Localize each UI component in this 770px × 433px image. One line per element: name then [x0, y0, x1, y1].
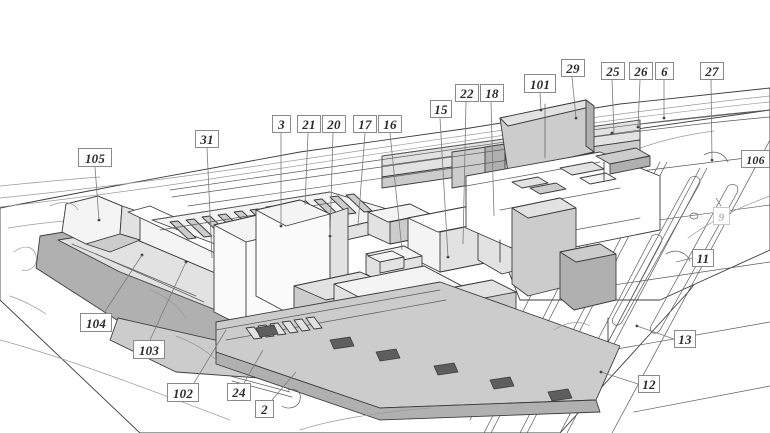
callout-9: 9 [713, 207, 730, 225]
leader-9 [715, 197, 722, 207]
leader-20 [329, 132, 334, 237]
callout-number: 29 [566, 61, 580, 76]
callout-number: 22 [460, 86, 474, 101]
callout-6: 6 [655, 62, 674, 80]
callout-number: 20 [327, 117, 341, 132]
callout-2: 2 [255, 400, 274, 418]
leader-2 [271, 371, 297, 401]
leader-15 [439, 117, 449, 258]
lower-track-group [0, 281, 621, 431]
callout-number: 24 [232, 385, 246, 400]
leader-22 [462, 101, 467, 245]
callout-103: 103 [133, 340, 165, 359]
callout-13: 13 [674, 330, 696, 348]
leader-105 [94, 166, 100, 221]
leader-31 [206, 147, 213, 259]
callout-24: 24 [227, 383, 251, 401]
leader-18 [490, 101, 495, 217]
callout-106: 106 [741, 150, 770, 168]
callout-number: 102 [172, 386, 194, 401]
callout-number: 12 [642, 377, 656, 392]
callout-27: 27 [700, 62, 724, 80]
callout-number: 105 [84, 151, 106, 166]
callout-101: 101 [524, 74, 556, 93]
callout-number: 103 [138, 343, 160, 358]
callout-16: 16 [378, 115, 402, 133]
leader-103 [149, 261, 187, 341]
callout-18: 18 [480, 84, 504, 102]
callout-number: 26 [634, 64, 648, 79]
callout-number: 18 [485, 86, 499, 101]
leader-21 [304, 132, 309, 206]
callout-21: 21 [297, 115, 321, 133]
leader-17 [357, 132, 366, 227]
callout-25: 25 [601, 62, 625, 80]
callout-102: 102 [167, 383, 199, 402]
leader-29 [571, 76, 577, 119]
leader-104 [103, 254, 143, 314]
callout-31: 31 [195, 130, 219, 148]
callout-number: 2 [261, 402, 268, 417]
callout-26: 26 [629, 62, 653, 80]
leader-24 [243, 349, 264, 384]
callout-number: 101 [529, 77, 551, 92]
leader-101 [539, 92, 542, 110]
callout-17: 17 [353, 115, 377, 133]
leader-11 [675, 257, 693, 263]
leader-16 [389, 132, 403, 251]
callout-12: 12 [638, 375, 660, 393]
callout-number: 21 [302, 117, 316, 132]
leader-12 [600, 371, 639, 385]
callout-number: 31 [200, 132, 214, 147]
leader-26 [637, 79, 641, 128]
callout-number: 11 [696, 251, 710, 266]
callout-number: 16 [383, 117, 397, 132]
leader-25 [611, 79, 615, 134]
callout-104: 104 [80, 313, 112, 332]
callout-number: 106 [746, 153, 765, 167]
callout-number: 6 [661, 64, 668, 79]
leader-102 [193, 329, 227, 384]
callout-number: 104 [85, 316, 107, 331]
callout-20: 20 [322, 115, 346, 133]
callout-number: 13 [678, 332, 692, 347]
callout-number: 9 [718, 210, 725, 224]
callout-3: 3 [272, 115, 291, 133]
leader-27 [710, 79, 713, 161]
callout-105: 105 [78, 148, 112, 167]
callout-number: 3 [278, 117, 285, 132]
callout-number: 27 [705, 64, 719, 79]
leader-13 [636, 325, 675, 340]
callout-number: 15 [434, 102, 448, 117]
callout-15: 15 [430, 100, 452, 118]
callout-29: 29 [561, 59, 585, 77]
leader-lines-layer [94, 76, 722, 401]
callout-number: 17 [358, 117, 372, 132]
callout-11: 11 [692, 249, 714, 267]
callout-number: 25 [606, 64, 620, 79]
callout-22: 22 [455, 84, 479, 102]
